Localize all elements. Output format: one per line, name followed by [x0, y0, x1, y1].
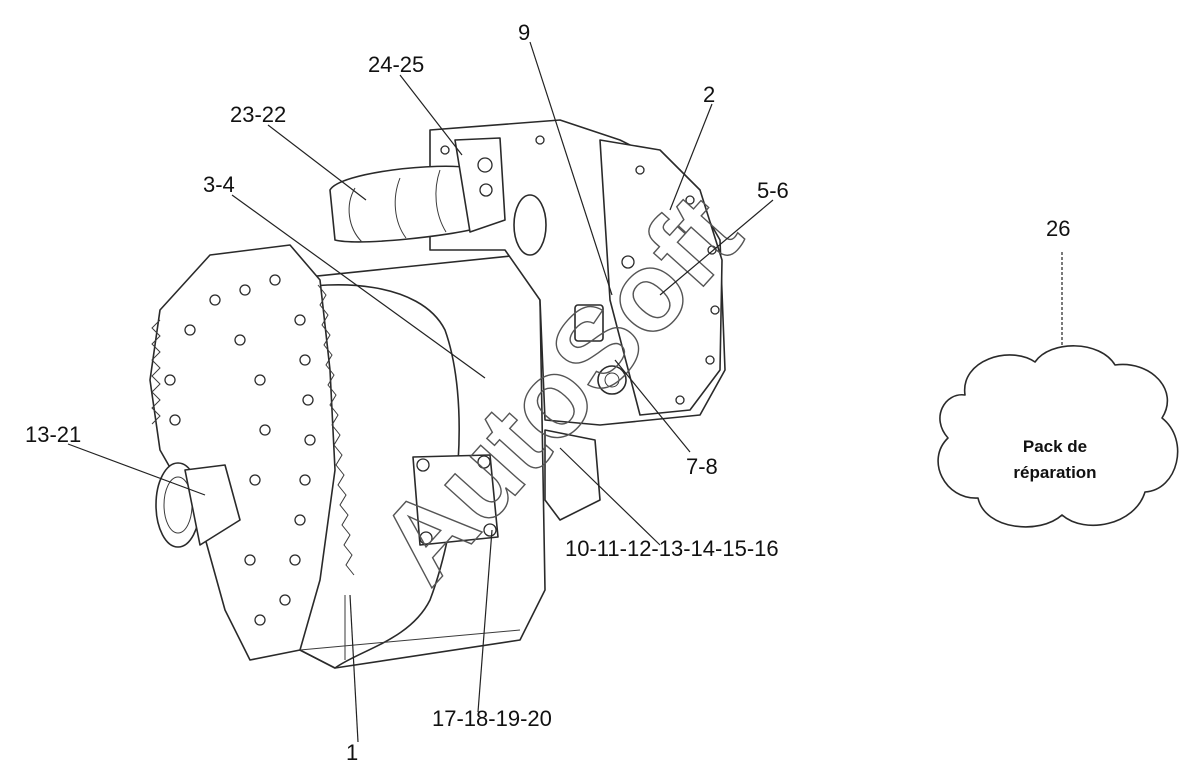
label-17-20: 17-18-19-20 — [432, 706, 552, 731]
label-2: 2 — [703, 82, 715, 107]
repair-pack-line1: Pack de — [1023, 437, 1087, 456]
leader-lines — [67, 41, 1063, 743]
label-3-4: 3-4 — [203, 172, 235, 197]
label-9: 9 — [518, 20, 530, 45]
label-7-8: 7-8 — [686, 454, 718, 479]
label-1: 1 — [346, 740, 358, 765]
label-24-25: 24-25 — [368, 52, 424, 77]
label-26: 26 — [1046, 216, 1070, 241]
label-10-16: 10-11-12-13-14-15-16 — [565, 536, 779, 561]
front-plate-bolts — [164, 274, 316, 626]
repair-pack-cloud: Pack de réparation — [937, 345, 1179, 528]
label-13-21: 13-21 — [25, 422, 81, 447]
label-5-6: 5-6 — [757, 178, 789, 203]
label-23-22: 23-22 — [230, 102, 286, 127]
repair-pack-line2: réparation — [1013, 463, 1096, 482]
transmission-illustration — [149, 119, 726, 669]
